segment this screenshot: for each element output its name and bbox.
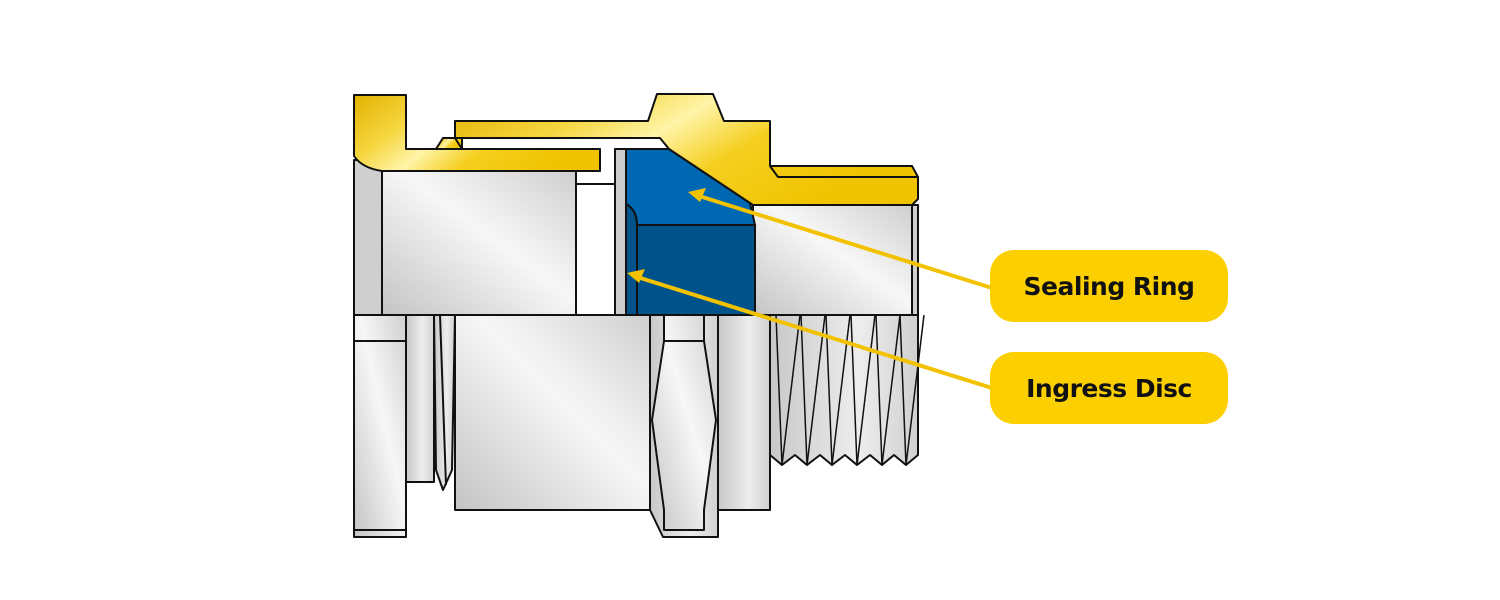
upper-section bbox=[353, 148, 919, 316]
thread-flank bbox=[825, 314, 833, 466]
ingress-disc-label: Ingress Disc bbox=[990, 352, 1228, 424]
thread-flank bbox=[775, 314, 783, 466]
sealing-ring-arrow bbox=[695, 193, 993, 290]
thread-flank bbox=[831, 314, 851, 466]
thread-flank bbox=[856, 314, 876, 466]
body-neck bbox=[717, 314, 771, 511]
arrowhead-icon bbox=[688, 188, 706, 202]
thread-flank bbox=[806, 314, 826, 466]
thread-flank bbox=[800, 314, 808, 466]
sealing-ring bbox=[625, 148, 756, 316]
locknut-ring bbox=[405, 314, 435, 483]
ingress-disc-arrow bbox=[633, 274, 993, 390]
sealing-ring-text: Sealing Ring bbox=[1023, 271, 1195, 301]
sealing-ring-label: Sealing Ring bbox=[990, 250, 1228, 322]
brass-cap bbox=[353, 93, 919, 206]
body-barrel bbox=[454, 314, 651, 511]
thread-flank bbox=[881, 314, 901, 466]
arrowhead-icon bbox=[627, 269, 645, 283]
thread-flank bbox=[899, 314, 907, 466]
gland-body bbox=[353, 314, 925, 538]
seal-housing bbox=[381, 170, 577, 316]
leader-arrows bbox=[627, 188, 993, 390]
entry-thread bbox=[769, 314, 925, 466]
thread-flank bbox=[905, 314, 925, 466]
locknut-flange bbox=[353, 314, 407, 538]
thread-flank bbox=[850, 314, 858, 466]
thread-flank bbox=[781, 314, 801, 466]
ingress-disc-text: Ingress Disc bbox=[1026, 373, 1192, 403]
ingress-disc bbox=[614, 148, 627, 316]
thread-flank bbox=[875, 314, 883, 466]
